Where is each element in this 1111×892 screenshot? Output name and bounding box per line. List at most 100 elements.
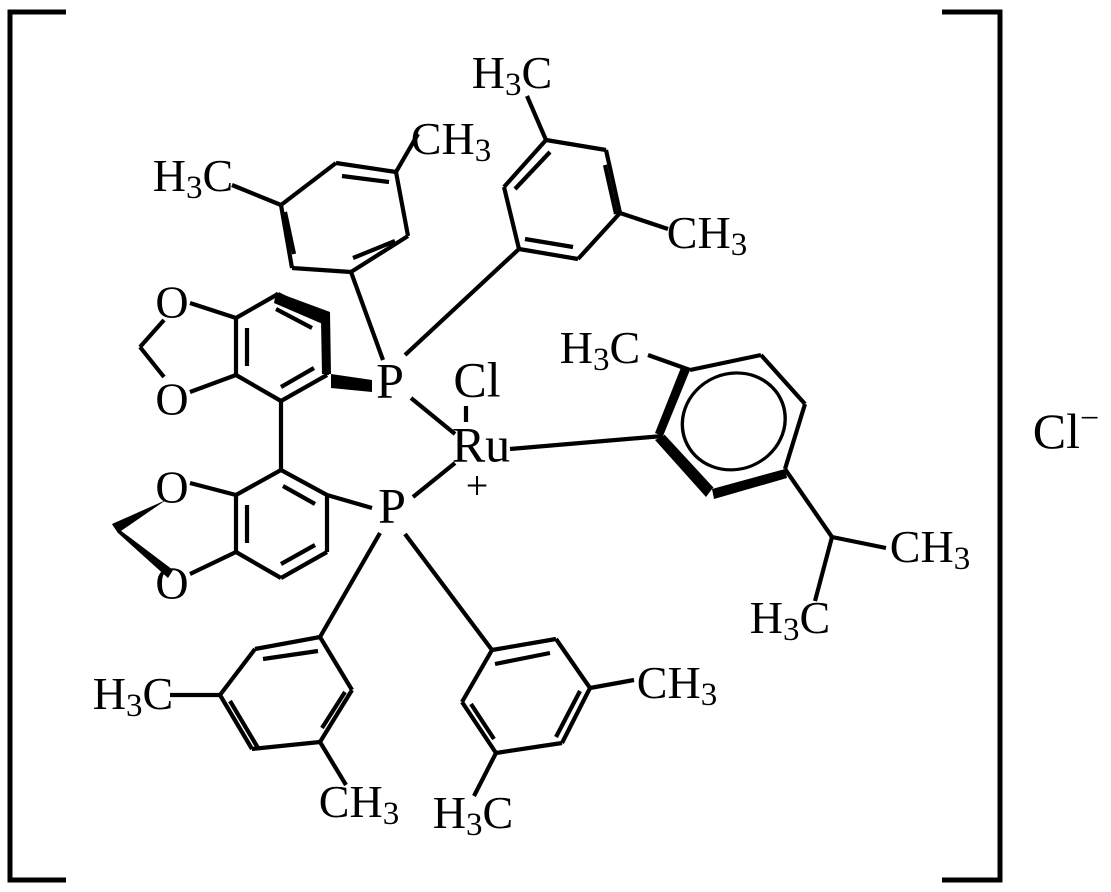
bond-cymene-3 [782, 403, 808, 470]
bond-upper-dioxole-OC-bottom [138, 345, 166, 379]
bond-xbr-1 [491, 636, 557, 653]
phosphorus-lower-label: P [378, 477, 406, 533]
bond-lower-aryl-inner-2 [281, 484, 317, 506]
bond-xbr-inner-3 [469, 702, 496, 741]
oxygen-label-upper-bottom: O [155, 374, 188, 425]
bond-xtr-3 [545, 137, 607, 153]
bond-xtr-5 [576, 211, 622, 261]
bond-xbl-inner-1 [262, 648, 319, 662]
bond-xbl-inner-3 [320, 690, 347, 730]
wedge-upper-aryl-top [274, 292, 330, 325]
bond-xtr-methyl-upper [525, 95, 548, 141]
bond-upper-aryl-4 [279, 373, 329, 403]
bond-xbr-6 [460, 648, 494, 704]
upper-aryl-wedge-bonds [274, 292, 372, 392]
bond-xtr-methyl-right [619, 211, 669, 231]
metal-center-group: Ru Cl + [452, 351, 510, 508]
xylyl-bottom-left-methyl-left-label: H3C [93, 668, 173, 724]
chloride-ligand-label: Cl [453, 351, 500, 407]
bond-xtr-6 [518, 246, 579, 262]
bond-P-lower-Ru [411, 461, 457, 499]
bond-upper-aryl-5 [234, 373, 283, 403]
left-bracket [7, 9, 66, 883]
bond-iPr-CH3-right [831, 534, 887, 551]
bond-xtr-inner-1 [513, 150, 552, 191]
bond-xbl-methyl-bottom [318, 740, 348, 787]
bond-xtl-6 [349, 234, 410, 274]
bond-xtl-3 [279, 161, 338, 207]
ruthenium-label: Ru [452, 416, 510, 472]
bond-xtl-inner-2 [341, 173, 390, 185]
xylyl-top-right-methyl-left-label: H3C [472, 47, 552, 103]
xylyl-bottom-right-methyl-left-label: H3C [433, 787, 513, 843]
bond-xtr-inner-3 [524, 236, 574, 250]
phosphorus-upper-label: P [376, 352, 404, 408]
wedge-cymene-lowerleft [655, 436, 712, 497]
bond-xbl-inner-2 [228, 699, 260, 750]
bond-lower-aryl-P [326, 492, 373, 511]
bond-upper-dioxole-CO-top [189, 301, 237, 320]
isopropyl-methyl-bottom-label: H3C [750, 592, 830, 648]
wedge-cymene-left [655, 365, 690, 436]
bond-xbr-5 [460, 700, 498, 755]
bond-cymene-iPr-CH [783, 467, 834, 539]
bond-xbl-5 [318, 688, 354, 744]
wedge-upper-aryl-right [321, 312, 331, 374]
cymene-methyl-label: H3C [560, 322, 640, 378]
bond-xtl-inner-3 [352, 239, 396, 260]
bond-xbr-methyl-bottom [472, 752, 498, 797]
oxygen-label-lower-bottom: O [155, 558, 188, 609]
bond-xbl-1 [254, 634, 321, 652]
bond-lower-aryl-4 [279, 550, 329, 580]
bond-xbr-methyl-right [589, 677, 635, 691]
upper-benzodioxole-ring: O O [138, 277, 330, 425]
bond-xbr-3 [560, 687, 592, 744]
bond-xtr-inner-2 [602, 164, 619, 215]
bond-upper-aryl-inner-3 [279, 366, 316, 389]
bond-upper-dioxole-CO-bottom [189, 373, 237, 394]
bond-lower-aryl-1 [234, 468, 283, 497]
bond-cymene-2 [759, 353, 807, 406]
bond-upper-dioxole-OC-top [138, 318, 166, 349]
bond-P-upper-Ru [409, 396, 457, 436]
xylyl-top-right-methyl-right-label: CH3 [667, 207, 747, 263]
bond-Ru-cymene [509, 433, 664, 452]
counterion-chloride: Cl− [1033, 400, 1099, 460]
bond-xtr-1 [501, 186, 522, 250]
bond-xtl-methyl-left [231, 183, 282, 207]
bond-cymene-1 [689, 352, 762, 373]
positive-charge-label: + [466, 463, 489, 508]
svg-text:Cl−: Cl− [1033, 400, 1099, 460]
lower-benzodioxole-ring: O O [112, 462, 330, 609]
oxygen-label-lower-top: O [155, 462, 188, 513]
bond-xbl-6 [318, 635, 354, 692]
bond-lower-aryl-inner-3 [279, 543, 317, 566]
bond-lower-dioxole-CO-bottom [189, 550, 237, 576]
bond-xbr-4 [495, 740, 563, 756]
bond-lower-aryl-5 [234, 550, 283, 580]
bond-lower-dioxole-CO-top [189, 480, 237, 498]
bond-xbr-2 [554, 637, 592, 690]
bond-upper-aryl-1 [234, 292, 280, 320]
bond-cymene-methyl [647, 353, 691, 372]
bond-xtl-inner-1 [282, 211, 297, 255]
bond-xtl-to-P [349, 271, 385, 361]
bond-xbl-4 [251, 739, 321, 752]
wedge-upper-aryl-to-P [331, 374, 372, 392]
bond-xbl-to-P [318, 531, 382, 639]
bond-upper-aryl-inner-2 [275, 307, 313, 330]
xylyl-top-left-methyl-right-label: CH3 [411, 113, 491, 169]
bond-xbl-2 [218, 647, 257, 697]
cymene-ring [647, 352, 887, 602]
xylyl-top-left-ring [231, 132, 420, 361]
xylyl-bottom-left-methyl-right-label: CH3 [319, 776, 399, 832]
xylyl-bottom-right-methyl-right-label: CH3 [637, 657, 717, 713]
right-bracket [942, 9, 1003, 883]
bond-xtl-methyl-right [394, 132, 420, 174]
wedge-lower-dioxole-bottom [112, 524, 173, 578]
cymene-aromatic-circle [680, 371, 787, 472]
wedge-lower-dioxole-top [112, 500, 166, 533]
bond-xtr-to-P [403, 247, 521, 357]
xylyl-top-left-methyl-left-label: H3C [153, 150, 233, 206]
